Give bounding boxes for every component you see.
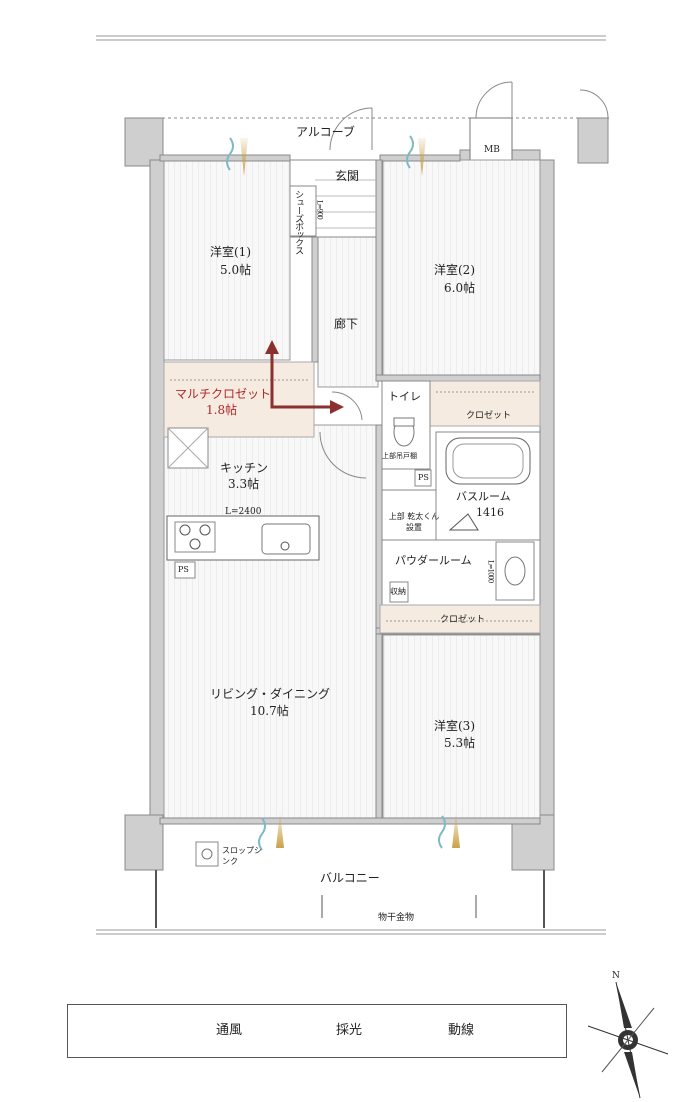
storage-label: 収納 [390,587,406,596]
slop-sink-label: スロップシンク [222,846,262,866]
powder-dim-label: L=1000 [486,560,495,583]
closet-top-label: クロゼット [466,411,512,421]
powder-label: パウダールーム [395,554,472,567]
bath-size: 1416 [476,506,504,519]
shoebox-dim-label: L=900 [315,200,324,219]
western1-name: 洋室(1) [210,245,251,259]
closet-bottom-label: クロゼット [440,615,486,625]
dryer-label: 上部 乾太くん設置 [388,512,440,532]
compass-north-label: N [612,971,620,981]
legend-flow-label: 動線 [448,1023,475,1038]
drying-rack-label: 物干金物 [378,913,415,923]
ldk-name: リビング・ダイニング [210,687,331,701]
western3-name: 洋室(3) [434,719,475,733]
alcove-label: アルコーブ [296,125,355,139]
multi-closet-name: マルチクロゼット [175,387,272,401]
toilet-cabinet-label: 上部吊戸棚 [382,452,417,460]
western2-size: 6.0帖 [444,281,476,295]
entrance-label: 玄関 [335,169,360,183]
toilet-label: トイレ [388,390,421,403]
multi-closet-size: 1.8帖 [206,403,238,417]
kitchen-length: L=2400 [225,507,262,517]
kitchen-size: 3.3帖 [228,477,260,491]
ps2-label: PS [178,565,189,574]
shoebox-label: シューズボックス [293,190,304,254]
legend-wind-label: 通風 [216,1023,243,1038]
corridor-label: 廊下 [334,317,359,331]
kitchen-name: キッチン [220,461,269,475]
western3-size: 5.3帖 [444,736,476,750]
legend: 通風 採光 動線 [67,1004,567,1058]
mb-label: MB [484,145,500,155]
western2-name: 洋室(2) [434,263,475,277]
bath-name: バスルーム [456,490,511,503]
western1-size: 5.0帖 [220,263,252,277]
legend-light-label: 採光 [336,1023,363,1038]
balcony-label: バルコニー [320,871,380,885]
ldk-size: 10.7帖 [250,704,289,718]
ps1-label: PS [418,473,429,482]
